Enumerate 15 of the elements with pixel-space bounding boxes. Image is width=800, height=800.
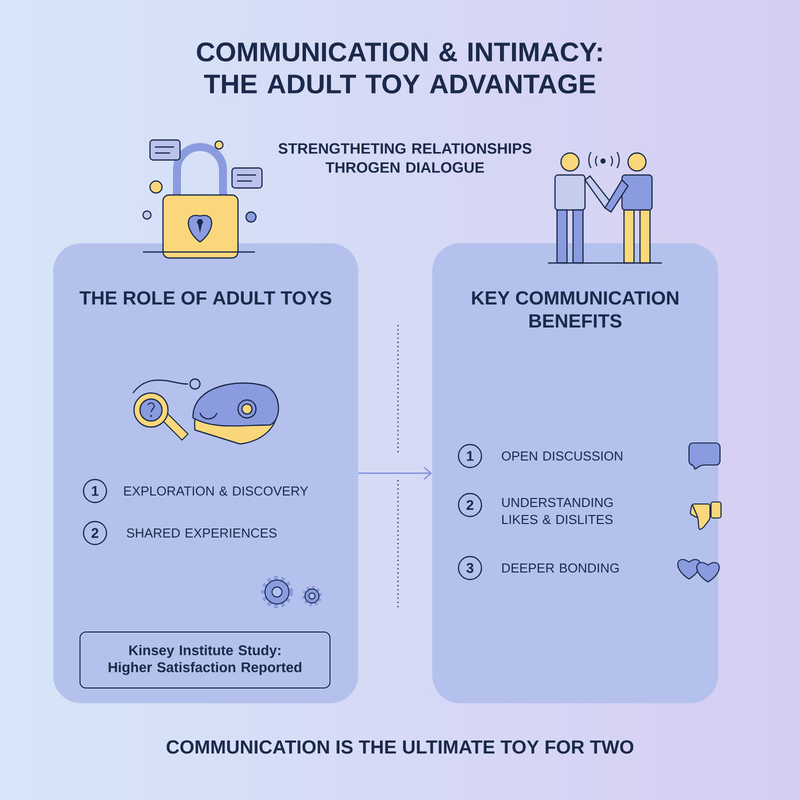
step-number: 3 xyxy=(458,556,482,580)
caption: COMMUNICATION IS THE ULTIMATE TOY FOR TWO xyxy=(166,740,634,754)
note-box: Kinsey Institute Study: Higher Satisfaction Reported xyxy=(80,632,330,688)
subtitle: STRENGTHETING RELATIONSHIPS THROGEN DIALOGUE xyxy=(278,143,532,173)
arrow xyxy=(358,466,432,480)
step-number: 2 xyxy=(82,520,108,546)
item-text: DEEPER BONDING xyxy=(502,563,619,573)
step-number: 2 xyxy=(458,492,482,518)
item-text: EXPLORATION & DISCOVERY xyxy=(124,486,308,496)
item-text: OPEN DISCUSSION xyxy=(502,451,622,461)
step-number: 1 xyxy=(458,444,482,468)
item-text: SHARED EXPERIENCES xyxy=(126,528,277,538)
title: COMMUNICATION & INTIMACY: THE ADULT TOY ADVANTAGE xyxy=(196,42,602,94)
step-number: 1 xyxy=(82,478,108,504)
item-text: UNDERSTANDING LIKES & DISLITES xyxy=(502,498,613,524)
